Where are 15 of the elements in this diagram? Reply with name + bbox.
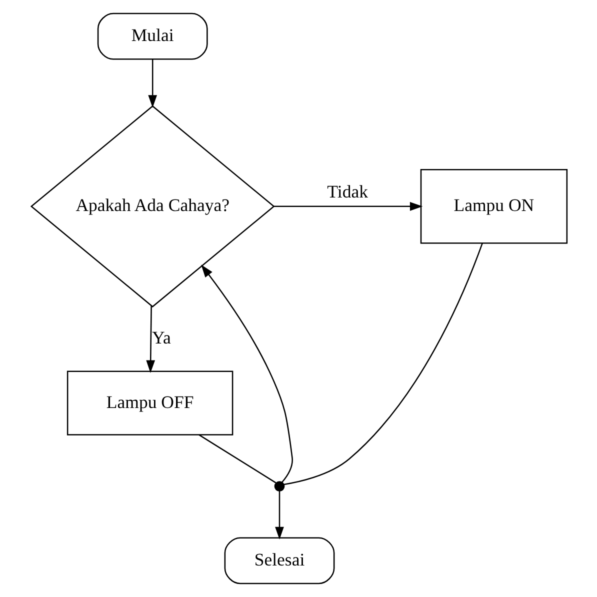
node-diamond: Apakah Ada Cahaya? [30, 105, 274, 308]
edge-label: Ya [152, 328, 170, 348]
edge-label: Tidak [326, 182, 368, 202]
node-box: Lampu OFF [66, 370, 233, 436]
node-box: Mulai [96, 12, 208, 60]
arrow [200, 264, 292, 483]
node-circle [274, 481, 284, 492]
arrow [148, 60, 157, 108]
node-box: Lampu ON [420, 168, 568, 244]
arrow [146, 306, 155, 373]
arrow [274, 491, 284, 540]
connector [198, 434, 276, 484]
arrow [273, 202, 422, 211]
node-box: Selesai [224, 537, 334, 584]
connector [283, 242, 482, 486]
